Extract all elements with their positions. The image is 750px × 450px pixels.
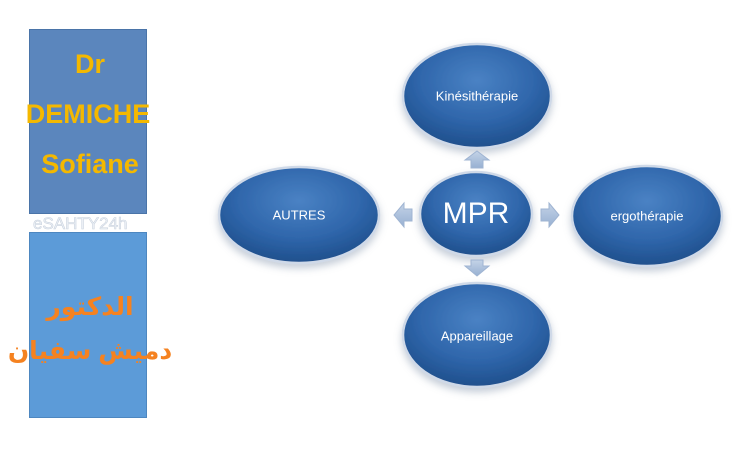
arrow-up-icon xyxy=(463,150,491,169)
node-bottom-shape xyxy=(401,281,553,389)
node-top-shape xyxy=(401,42,553,150)
node-right-label: ergothérapie xyxy=(610,208,684,224)
arrow-right-icon xyxy=(540,201,560,229)
node-right-shape xyxy=(570,164,724,268)
node-top-label: Kinésithérapie xyxy=(435,88,519,104)
arrow-down-icon xyxy=(463,259,491,277)
author-surname: DEMICHE xyxy=(25,99,151,129)
arabic-name: دميش سفيان xyxy=(7,337,173,365)
node-bottom-label: Appareillage xyxy=(440,328,514,344)
node-center-shape xyxy=(418,170,534,258)
sidebar-top-panel xyxy=(29,29,147,214)
author-title: Dr xyxy=(74,49,105,79)
node-left-label: AUTRES xyxy=(272,207,326,223)
node-left-shape xyxy=(217,165,381,265)
sidebar-bottom-panel xyxy=(29,232,147,418)
author-firstname: Sofiane xyxy=(41,149,139,179)
arrow-left-icon xyxy=(393,201,413,229)
node-center-label: MPR xyxy=(442,197,510,230)
watermark: eSAHTY24h xyxy=(33,214,128,234)
arabic-title: الدكتور xyxy=(46,293,134,321)
